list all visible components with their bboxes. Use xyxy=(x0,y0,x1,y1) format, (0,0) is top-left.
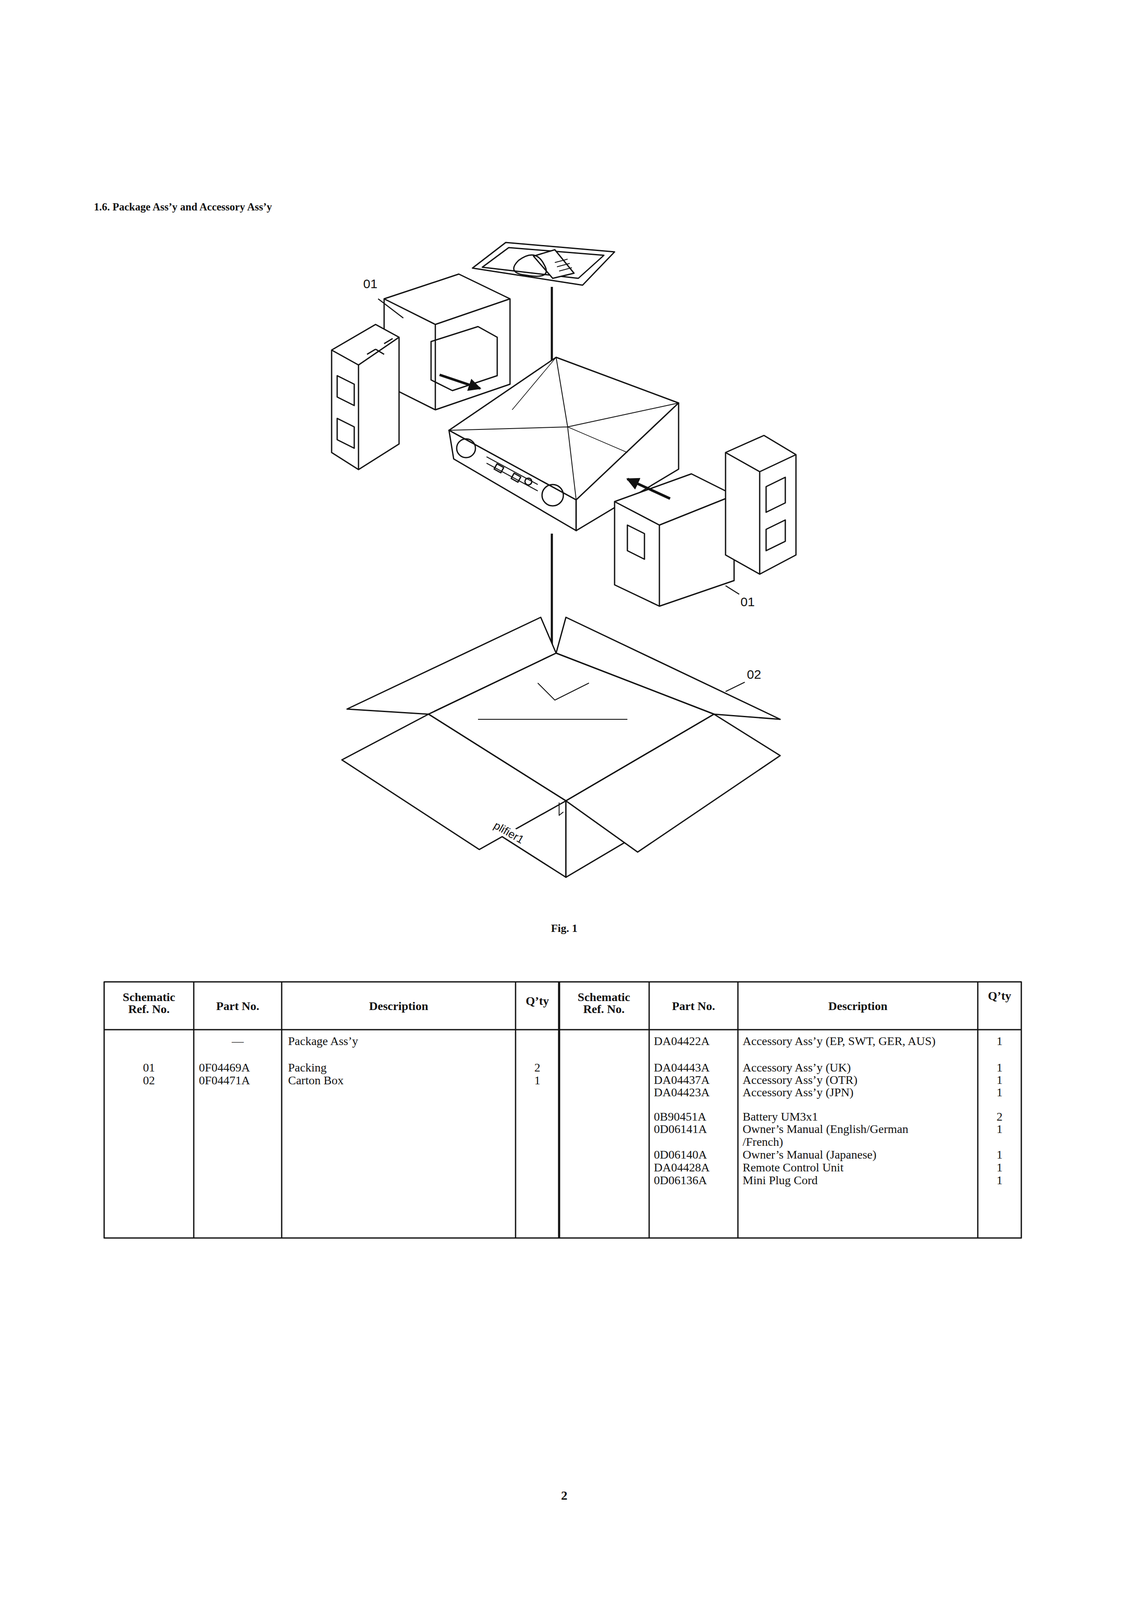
table-cell: DA04422A xyxy=(653,1034,710,1048)
table-cell: DA04428A xyxy=(653,1160,710,1174)
table-cell: 2 xyxy=(534,1061,541,1074)
table-cell: 0B90451A xyxy=(653,1110,707,1123)
table-cell: — xyxy=(231,1034,244,1048)
table-cell: Mini Plug Cord xyxy=(742,1173,939,1187)
table-cell: Owner’s Manual (Japanese) xyxy=(742,1148,939,1161)
callout-number: 02 xyxy=(746,667,761,681)
table-cell: DA04423A xyxy=(653,1085,710,1099)
table-cell: 1 xyxy=(996,1034,1003,1048)
table-cell: Owner’s Manual (English/German /French) xyxy=(742,1122,939,1149)
table-cell: 02 xyxy=(142,1073,155,1087)
packing-foam xyxy=(331,274,511,470)
table-cell: 0F04471A xyxy=(198,1073,251,1087)
table-cell: DA04443A xyxy=(653,1061,710,1074)
table-cell: 2 xyxy=(996,1110,1003,1123)
table-header: Description xyxy=(828,999,888,1013)
table-cell: Accessory Ass’y (OTR) xyxy=(742,1073,939,1087)
table-header: Part No. xyxy=(215,999,260,1013)
table-cell: 0D06136A xyxy=(653,1173,707,1187)
table-cell: 1 xyxy=(996,1173,1003,1187)
table-cell: 1 xyxy=(996,1148,1003,1161)
table-cell: 0D06141A xyxy=(653,1122,707,1136)
table-cell: 1 xyxy=(996,1085,1003,1099)
table-header: Q’ty xyxy=(525,994,549,1008)
table-header: Description xyxy=(369,999,429,1013)
table-cell: Accessory Ass’y (UK) xyxy=(742,1061,939,1074)
table-cell: Remote Control Unit xyxy=(742,1160,939,1174)
table-header: Schematic Ref. No. xyxy=(567,991,641,1015)
table-cell: 0F04469A xyxy=(198,1061,251,1074)
leader-line xyxy=(378,298,404,318)
page-number: 2 xyxy=(561,1488,568,1502)
leader-line xyxy=(725,585,740,595)
table-cell: DA04437A xyxy=(653,1073,710,1087)
table-header: Schematic Ref. No. xyxy=(112,991,186,1015)
table-cell: 1 xyxy=(996,1160,1003,1174)
figure-caption: Fig. 1 xyxy=(550,921,578,935)
table-header: Q’ty xyxy=(988,989,1012,1003)
table-cell: Carton Box xyxy=(288,1073,344,1087)
section-title: 1.6. Package Ass’y and Accessory Ass’y xyxy=(93,200,272,214)
table-cell: 1 xyxy=(996,1073,1003,1087)
table-cell: 1 xyxy=(996,1061,1003,1074)
accessory-tray xyxy=(472,242,615,286)
packing-foam xyxy=(614,435,796,607)
parts-table xyxy=(104,981,1022,1238)
callout-number: 01 xyxy=(740,595,755,609)
table-cell: 0D06140A xyxy=(653,1148,707,1161)
table-cell: Accessory Ass’y (EP, SWT, GER, AUS) xyxy=(742,1034,939,1048)
table-cell: Package Ass’y xyxy=(288,1034,359,1048)
table-cell: Battery UM3x1 xyxy=(742,1110,939,1123)
callout-number: 01 xyxy=(363,277,378,291)
table-cell: 1 xyxy=(534,1073,541,1087)
leader-line xyxy=(725,682,745,692)
table-header: Part No. xyxy=(671,999,715,1013)
table-cell: 1 xyxy=(996,1122,1003,1136)
table-cell: Accessory Ass’y (JPN) xyxy=(742,1085,939,1099)
table-cell: Packing xyxy=(288,1061,327,1074)
carton-box xyxy=(341,617,781,878)
table-cell: 01 xyxy=(142,1061,155,1074)
